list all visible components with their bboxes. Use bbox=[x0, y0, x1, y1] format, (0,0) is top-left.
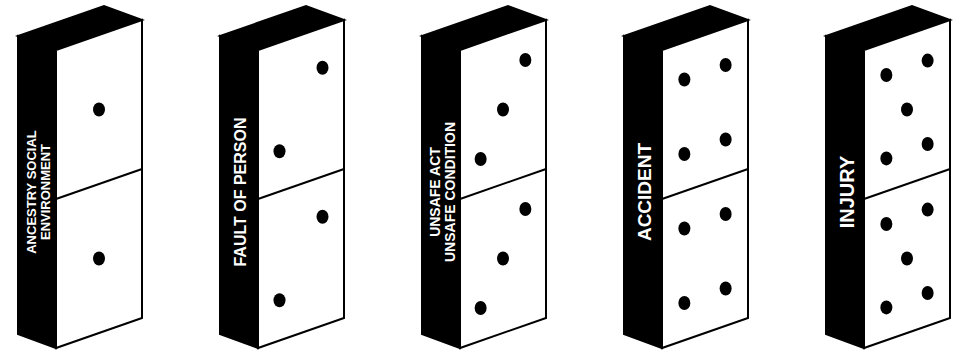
side-label: UNSAFE ACTUNSAFE CONDITION bbox=[428, 92, 459, 292]
domino-divider bbox=[56, 169, 142, 199]
domino-pip bbox=[678, 72, 690, 86]
domino-label: INJURY bbox=[836, 82, 858, 302]
domino-pip bbox=[93, 252, 105, 266]
side-label: FAULT OF PERSON bbox=[232, 82, 250, 302]
domino-pip bbox=[317, 61, 329, 75]
domino-pip bbox=[901, 103, 913, 117]
domino-side bbox=[826, 36, 864, 348]
domino-block: UNSAFE ACTUNSAFE CONDITION bbox=[418, 0, 558, 354]
domino-pip bbox=[720, 58, 732, 72]
domino-pip bbox=[880, 300, 892, 314]
domino-block: ANCESTRY SOCIAL ENVIRONMENT bbox=[14, 0, 154, 354]
domino-pip bbox=[497, 252, 509, 266]
domino-pip bbox=[274, 293, 286, 307]
domino-side bbox=[220, 36, 258, 348]
domino-divider bbox=[460, 169, 546, 199]
domino-label: FAULT OF PERSON bbox=[232, 82, 250, 302]
domino-pip bbox=[922, 54, 934, 68]
domino-pip bbox=[720, 133, 732, 147]
domino-pip bbox=[720, 207, 732, 221]
domino-block: FAULT OF PERSON bbox=[216, 0, 356, 354]
domino-divider bbox=[258, 169, 344, 199]
domino-label: ACCIDENT bbox=[635, 82, 656, 302]
domino-face bbox=[258, 20, 344, 348]
domino-face bbox=[460, 20, 546, 348]
domino-pip bbox=[519, 202, 531, 216]
domino-side bbox=[18, 36, 56, 348]
domino-side bbox=[422, 36, 460, 348]
domino-pip bbox=[475, 301, 487, 315]
side-label: INJURY bbox=[836, 82, 858, 302]
domino-pip bbox=[720, 282, 732, 296]
domino-pip bbox=[922, 203, 934, 217]
domino-divider bbox=[662, 169, 748, 199]
domino-pip bbox=[901, 252, 913, 266]
domino-pip bbox=[274, 144, 286, 158]
domino-face bbox=[864, 20, 950, 348]
domino-pip bbox=[922, 137, 934, 151]
side-label: ACCIDENT bbox=[635, 82, 656, 302]
domino-divider bbox=[864, 169, 950, 199]
domino-block: INJURY bbox=[822, 0, 962, 354]
domino-label: UNSAFE CONDITION bbox=[443, 92, 458, 292]
domino-pip bbox=[93, 103, 105, 117]
side-label: ANCESTRY SOCIAL ENVIRONMENT bbox=[25, 112, 54, 272]
domino-pip bbox=[678, 221, 690, 235]
domino-block: ACCIDENT bbox=[620, 0, 760, 354]
domino-pip bbox=[678, 147, 690, 161]
domino-pip bbox=[497, 103, 509, 117]
domino-pip bbox=[880, 151, 892, 165]
domino-label: ANCESTRY SOCIAL ENVIRONMENT bbox=[25, 112, 54, 272]
domino-face bbox=[56, 20, 142, 348]
domino-pip bbox=[475, 152, 487, 166]
domino-pip bbox=[922, 286, 934, 300]
domino-pip bbox=[880, 68, 892, 82]
domino-pip bbox=[678, 296, 690, 310]
domino-pip bbox=[880, 217, 892, 231]
domino-label: UNSAFE ACT bbox=[428, 92, 443, 292]
domino-side bbox=[624, 36, 662, 348]
domino-pip bbox=[519, 53, 531, 67]
domino-pip bbox=[317, 210, 329, 224]
domino-face bbox=[662, 20, 748, 348]
